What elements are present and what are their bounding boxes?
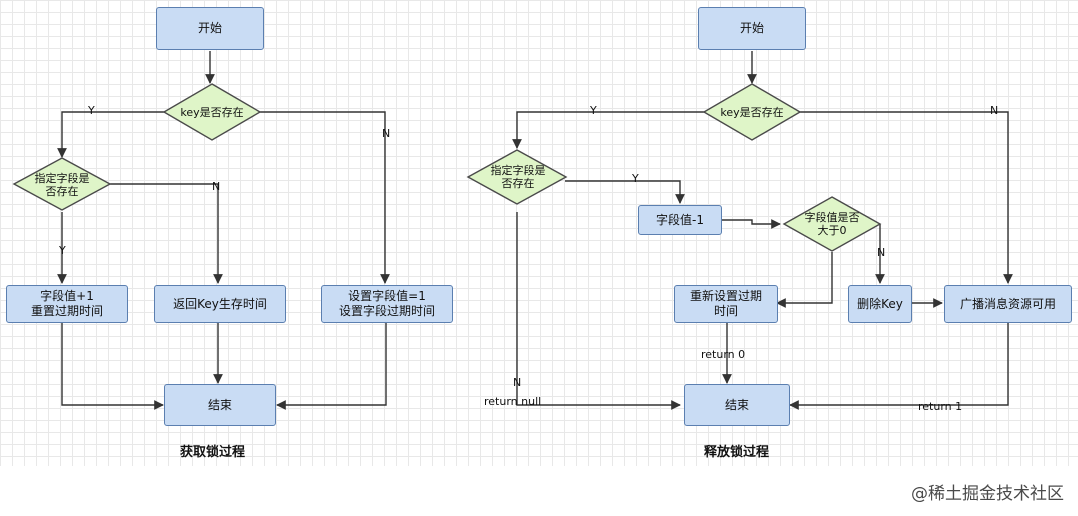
left-decision-key-label: key是否存在 [180,105,244,119]
left-field-yes-label: Y [59,244,66,257]
right-box-delete-key: 删除Key [848,285,912,323]
edge-key-no [260,111,390,284]
left-decision-field-label: 指定字段是 否存在 [34,172,90,198]
return-null-label: return null [484,395,542,408]
left-start-node: 开始 [156,7,264,50]
left-box-set-field: 设置字段值=1 设置字段过期时间 [321,285,453,323]
left-key-yes-label: Y [88,104,95,117]
edge-broadcast-to-end [789,323,1009,410]
right-decision-field-label: 指定字段是 否存在 [490,164,546,190]
right-end-node: 结束 [684,384,790,426]
return-0-label: return 0 [701,348,746,361]
right-box-reset-expire: 重新设置过期 时间 [674,285,778,323]
edge-key-yes [57,111,165,158]
left-box-field-plus1: 字段值+1 重置过期时间 [6,285,128,323]
edge-key-yes-r [512,111,708,149]
return-1-label: return 1 [918,400,963,413]
bottom-band [0,466,1078,516]
left-end-node: 结束 [164,384,276,426]
edge-field-no [110,183,223,284]
edge-minus1-to-gt0 [722,219,781,229]
right-decision-key-label: key是否存在 [720,105,784,119]
left-decision-field-shape [12,157,112,211]
right-field-yes-label: Y [632,172,639,185]
right-field-no-label: N [513,376,522,389]
edge-set-to-end [276,323,387,410]
right-box-field-minus1: 字段值-1 [638,205,722,235]
edge-field-no-r [516,212,681,410]
left-key-no-label: N [382,127,391,140]
left-box-return-ttl: 返回Key生存时间 [154,285,286,323]
edge-field-yes-r [565,180,685,204]
right-gt0-no-label: N [877,246,886,259]
left-decision-key-shape [162,83,262,141]
right-key-yes-label: Y [590,104,597,117]
right-start-node: 开始 [698,7,806,50]
left-caption: 获取锁过程 [180,445,246,460]
right-caption: 释放锁过程 [704,445,770,460]
right-decision-key-shape [702,83,802,141]
right-decision-field-shape [466,149,568,205]
right-key-no-label: N [990,104,999,117]
edge-key-no-r [797,111,1013,284]
edge-plus1-to-end [61,323,164,410]
right-box-broadcast: 广播消息资源可用 [944,285,1072,323]
left-field-no-label: N [212,180,221,193]
watermark-footer: @稀土掘金技术社区 [911,484,1064,504]
right-decision-gt0-shape [782,196,882,252]
right-decision-gt0-label: 字段值是否 大于0 [804,211,860,237]
edge-gt0-yes [776,252,833,308]
